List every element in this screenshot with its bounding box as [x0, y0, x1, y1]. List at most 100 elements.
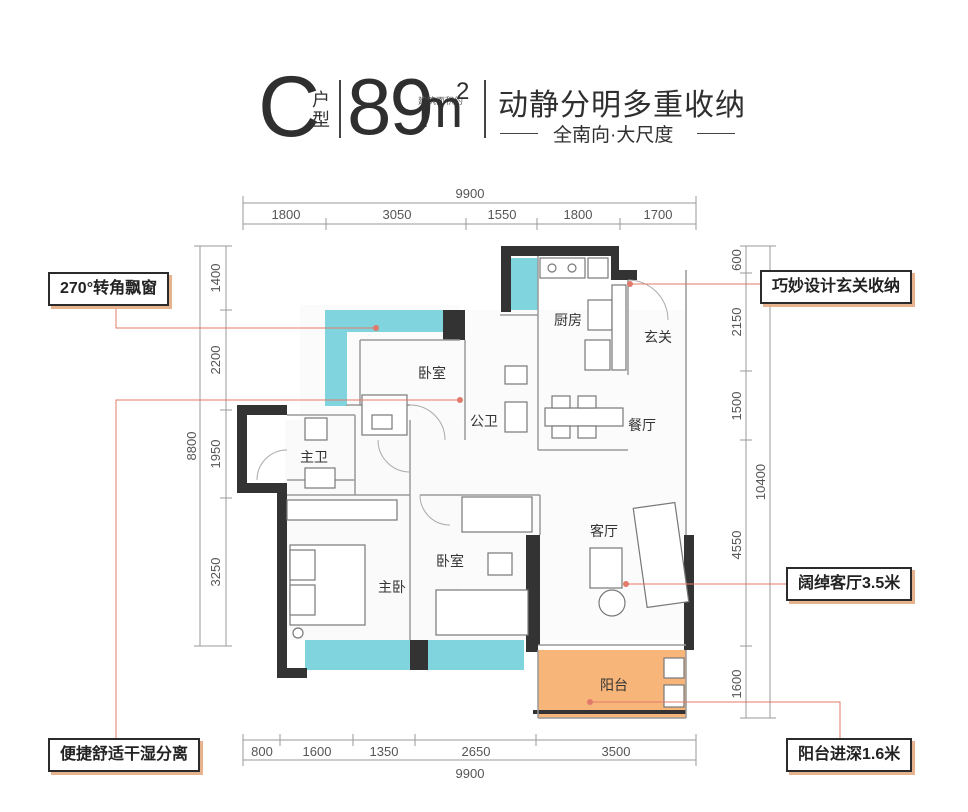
master-wardrobe — [286, 499, 398, 521]
room-entry: 玄关 — [644, 329, 672, 345]
subtitle-rule-right — [697, 133, 735, 134]
subtitle-rule-left — [500, 133, 538, 134]
dim-right-seg: 4550 — [729, 531, 744, 560]
bay-window-side — [325, 310, 347, 406]
bedroom-window — [428, 640, 524, 670]
callout-wet-dry: 便捷舒适干湿分离 — [48, 738, 201, 772]
dim-left-seg: 1950 — [208, 440, 223, 469]
windows — [305, 258, 538, 670]
callout-balcony-depth: 阳台进深1.6米 — [786, 738, 913, 772]
second-bed — [435, 589, 529, 636]
dim-bottom-seg: 1350 — [370, 744, 399, 759]
callout-leaders — [115, 283, 841, 738]
door-swing — [256, 449, 288, 481]
area-unit: m — [418, 79, 463, 139]
fridge — [587, 257, 609, 279]
interior-lines — [287, 256, 687, 719]
kitchen-cabinet — [584, 339, 611, 371]
master-window — [305, 640, 410, 670]
room-labels: 厨房 玄关 卧室 公卫 餐厅 主卫 客厅 卧室 主卧 阳台 — [300, 312, 672, 693]
dimension-lines — [194, 196, 776, 766]
dim-top-seg: 1550 — [488, 207, 517, 222]
balcony-floor — [538, 650, 686, 718]
master-basin — [304, 467, 336, 489]
entry-cabinet — [611, 284, 627, 371]
stove — [539, 257, 586, 279]
room-balcony: 阳台 — [600, 677, 628, 693]
nightstand — [292, 627, 304, 639]
coffee-table — [589, 547, 623, 589]
dim-right-seg: 1600 — [729, 670, 744, 699]
dim-top-total: 9900 — [456, 186, 485, 201]
room-master-bedroom: 主卧 — [378, 579, 406, 595]
room-dining: 餐厅 — [628, 417, 656, 433]
header-title: 动静分明多重收纳 — [498, 89, 746, 122]
unit-type-letter: C — [258, 59, 321, 155]
dining-table — [544, 407, 624, 427]
callout-living-width: 阔绰客厅3.5米 — [786, 567, 913, 601]
burner — [547, 263, 557, 273]
pillow — [371, 414, 393, 430]
leader-balcony-depth — [590, 701, 841, 738]
dim-left-seg: 3250 — [208, 558, 223, 587]
dim-bottom-seg: 800 — [251, 744, 273, 759]
kitchen-sink — [587, 299, 613, 331]
dim-right-seg: 600 — [729, 249, 744, 271]
pillow — [289, 584, 316, 616]
dim-left-seg: 2200 — [208, 346, 223, 375]
chair — [551, 425, 571, 439]
dim-bottom-total: 9900 — [456, 766, 485, 781]
callout-dots — [373, 281, 633, 705]
dim-left-total: 8800 — [184, 432, 199, 461]
dryer — [663, 684, 685, 708]
area-note: 建筑面积约 — [418, 96, 464, 106]
header-subtitle: 全南向·大尺度 — [553, 125, 674, 146]
walls — [237, 246, 694, 714]
dim-left-seg: 1400 — [208, 264, 223, 293]
callout-entry-storage: 巧妙设计玄关收纳 — [760, 270, 913, 304]
dim-top-seg: 1800 — [564, 207, 593, 222]
chair — [577, 425, 597, 439]
room-living: 客厅 — [590, 523, 618, 539]
doors — [256, 279, 669, 526]
area-superscript: 2 — [456, 78, 470, 105]
public-basin — [504, 401, 528, 433]
dim-top-seg: 3050 — [383, 207, 412, 222]
door-swing — [409, 404, 446, 441]
pillow — [289, 549, 316, 581]
dim-bottom-seg: 2650 — [462, 744, 491, 759]
leader-bay-window — [115, 302, 376, 329]
chair — [577, 395, 597, 409]
dim-bottom-seg: 3500 — [602, 744, 631, 759]
sofa — [632, 501, 690, 609]
dim-bottom-seg: 1600 — [303, 744, 332, 759]
room-bedroom-north: 卧室 — [418, 365, 446, 381]
room-kitchen: 厨房 — [554, 312, 582, 328]
dimension-labels: 9900 1800 3050 1550 1800 1700 800 1600 1… — [251, 186, 672, 781]
public-toilet — [504, 365, 528, 385]
leader-wet-dry — [115, 399, 460, 738]
burner — [567, 263, 577, 273]
dim-right-total: 10400 — [753, 464, 768, 500]
room-master-bath: 主卫 — [300, 449, 328, 465]
kitchen-window — [510, 258, 538, 310]
master-toilet — [304, 417, 328, 441]
second-wardrobe — [461, 496, 533, 533]
furniture — [286, 257, 690, 708]
chair — [551, 395, 571, 409]
unit-type-label: 户型 — [312, 90, 330, 130]
door-swing — [419, 494, 451, 526]
entry-door-swing — [627, 279, 669, 321]
dim-top-seg: 1800 — [272, 207, 301, 222]
washer — [663, 657, 685, 679]
dimension-labels-vertical: 8800 1400 2200 1950 3250 600 2150 1500 4… — [184, 249, 768, 698]
area-number: 89 — [347, 62, 434, 151]
header-divider — [339, 80, 341, 138]
door-swing — [377, 439, 411, 473]
callout-bay-window: 270°转角飘窗 — [48, 272, 170, 306]
bay-window-top — [325, 310, 443, 332]
room-public-bath: 公卫 — [470, 413, 498, 429]
dim-right-seg: 2150 — [729, 308, 744, 337]
desk-chair — [487, 552, 513, 576]
